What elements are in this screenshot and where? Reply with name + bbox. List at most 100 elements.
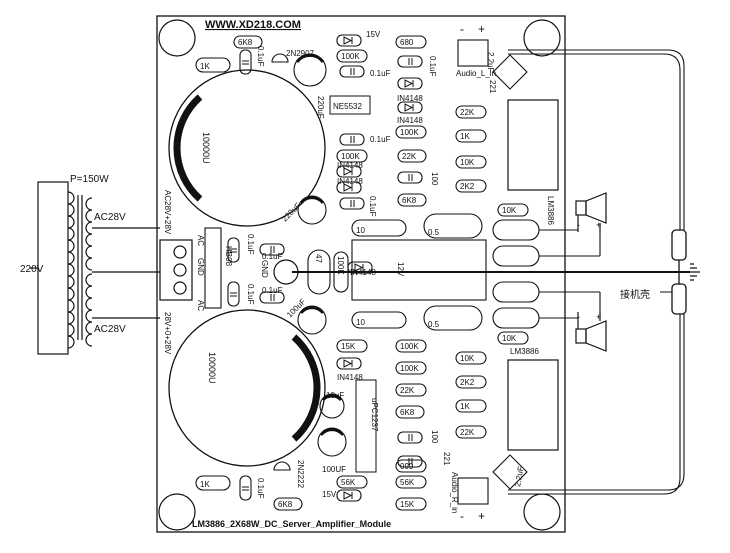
output-inductors xyxy=(492,219,540,329)
svg-text:10000U: 10000U xyxy=(207,352,217,384)
speaker-plus: + xyxy=(596,220,601,230)
input-connector-left xyxy=(457,39,489,67)
connector-pin-label: GND xyxy=(196,258,205,276)
resistor-10k-value: 10K xyxy=(502,206,517,215)
mounting-hole xyxy=(158,19,196,57)
zener-diode xyxy=(336,34,362,47)
resistor-1k-value: 1K xyxy=(200,480,210,489)
regulator-label: 12V xyxy=(396,262,405,277)
electrolytic-capacitor xyxy=(319,393,345,419)
resistor-2k2-value: 2K2 xyxy=(460,182,475,191)
cap-label: 220uF xyxy=(316,96,325,119)
secondary-top-voltage: AC28V xyxy=(94,212,126,223)
resistor-2k2-value: 2K2 xyxy=(460,378,475,387)
cap-label: 100UF xyxy=(322,465,346,474)
resistor-10k-value: 10K xyxy=(502,334,517,343)
board-title: LM3886_2X68W_DC_Server_Amplifier_Module xyxy=(192,519,391,529)
film-cap-100 xyxy=(397,431,423,444)
resistor-100k-value: 100K xyxy=(400,342,419,351)
resistor-100k: 100K xyxy=(395,361,427,375)
diode-in4148 xyxy=(397,101,423,114)
input-plus: + xyxy=(478,509,485,523)
resistor-100k: 100K xyxy=(395,339,427,353)
resistor-099: 099 xyxy=(395,459,427,473)
resistor-22k-value: 22K xyxy=(460,108,475,117)
zener-label: 15V xyxy=(366,30,381,39)
cap-label: 0.1uF xyxy=(246,284,255,305)
cap-label: 0.1uF xyxy=(256,478,265,499)
resistor-10k: 10K xyxy=(455,351,487,365)
connector-pin xyxy=(173,245,187,259)
resistor-56k-value: 56K xyxy=(341,478,356,487)
power-resistor-0-5-value: 0.5 xyxy=(428,228,440,237)
small-capacitors xyxy=(271,53,347,471)
filter-capacitor-top: 10000U xyxy=(168,69,326,227)
cap-label: 2.2uF xyxy=(513,466,525,488)
resistor-1k-value: 1K xyxy=(200,62,210,71)
resistor-100k-value: 100K xyxy=(336,256,345,275)
speaker-top xyxy=(575,192,607,232)
zener-diode xyxy=(336,489,362,502)
speaker-minus: - xyxy=(577,220,580,230)
diode-in4148 xyxy=(336,181,362,194)
lm3886-bottom xyxy=(507,359,559,451)
resistor-100k-value: 100K xyxy=(400,364,419,373)
mounting-hole xyxy=(523,19,561,57)
resistor-6k8: 6K8 xyxy=(233,35,263,49)
transistor xyxy=(273,461,291,471)
resistor-100k: 100K xyxy=(336,149,368,163)
ic-label: LM3886 xyxy=(546,196,555,225)
transformer xyxy=(30,181,160,355)
diode-label: IN4148 xyxy=(397,116,423,125)
resistor-22k-value: 22K xyxy=(402,152,417,161)
secondary-winding-bottom xyxy=(85,273,93,347)
input-coupling-cap xyxy=(492,454,528,490)
resistor-100k: 100K xyxy=(395,125,427,139)
resistor-6k8-value: 6K8 xyxy=(238,38,253,47)
resistor-100k-value: 100K xyxy=(341,152,360,161)
website-label: WWW.XD218.COM xyxy=(205,19,301,31)
resistor-2k2: 2K2 xyxy=(455,179,487,193)
film-cap-0-1uf xyxy=(259,291,285,304)
resistor-10k-value: 10K xyxy=(460,354,475,363)
cap-label: 0.1uF xyxy=(370,69,391,78)
resistor-56k: 56K xyxy=(395,475,427,489)
upc1237-ic xyxy=(355,379,377,473)
cap-label: 0.1uF xyxy=(262,252,283,261)
resistor-56k-value: 56K xyxy=(400,478,415,487)
electrolytic-capacitor xyxy=(293,53,327,87)
film-cap-0-1uf xyxy=(239,49,252,75)
resistor-22k: 22K xyxy=(397,149,427,163)
resistor-1k: 1K xyxy=(195,475,231,491)
electrolytic-capacitor xyxy=(297,305,327,335)
resistor-1k: 1K xyxy=(455,399,487,413)
ic-label: NE5532 xyxy=(333,102,362,111)
mounting-hole xyxy=(158,493,196,531)
speaker-bottom xyxy=(575,312,607,352)
ne5532-ic xyxy=(329,95,371,115)
resistor-56k: 56K xyxy=(336,475,368,489)
resistor-10k-value: 10K xyxy=(460,158,475,167)
power-label-bottom: 28V+0+28V xyxy=(163,312,172,355)
zener-label: 15V xyxy=(322,490,337,499)
diode-in4148 xyxy=(336,357,362,370)
cap-label: 0.1uF xyxy=(262,286,283,295)
resistor-label: 100 xyxy=(430,172,439,186)
connector-body xyxy=(159,239,193,301)
resistor-6k8: 6K8 xyxy=(273,497,303,511)
cap-label: 2.2uF xyxy=(486,52,495,73)
film-cap-0-1uf xyxy=(397,55,423,68)
transistor-label: 2N2907 xyxy=(286,49,315,58)
film-cap-0-1uf xyxy=(339,197,365,210)
connector-pin xyxy=(173,281,187,295)
mounting-hole xyxy=(523,493,561,531)
resistor-100k-value: 100K xyxy=(400,128,419,137)
resistor-680-value: 680 xyxy=(400,38,414,47)
chassis-label: 接机壳 xyxy=(620,288,650,301)
cap-label: 220uF xyxy=(280,201,302,223)
resistor-1k-value: 1K xyxy=(460,402,470,411)
resistor-22k-value: 22K xyxy=(460,428,475,437)
resistor-10-value: 10 xyxy=(356,226,365,235)
